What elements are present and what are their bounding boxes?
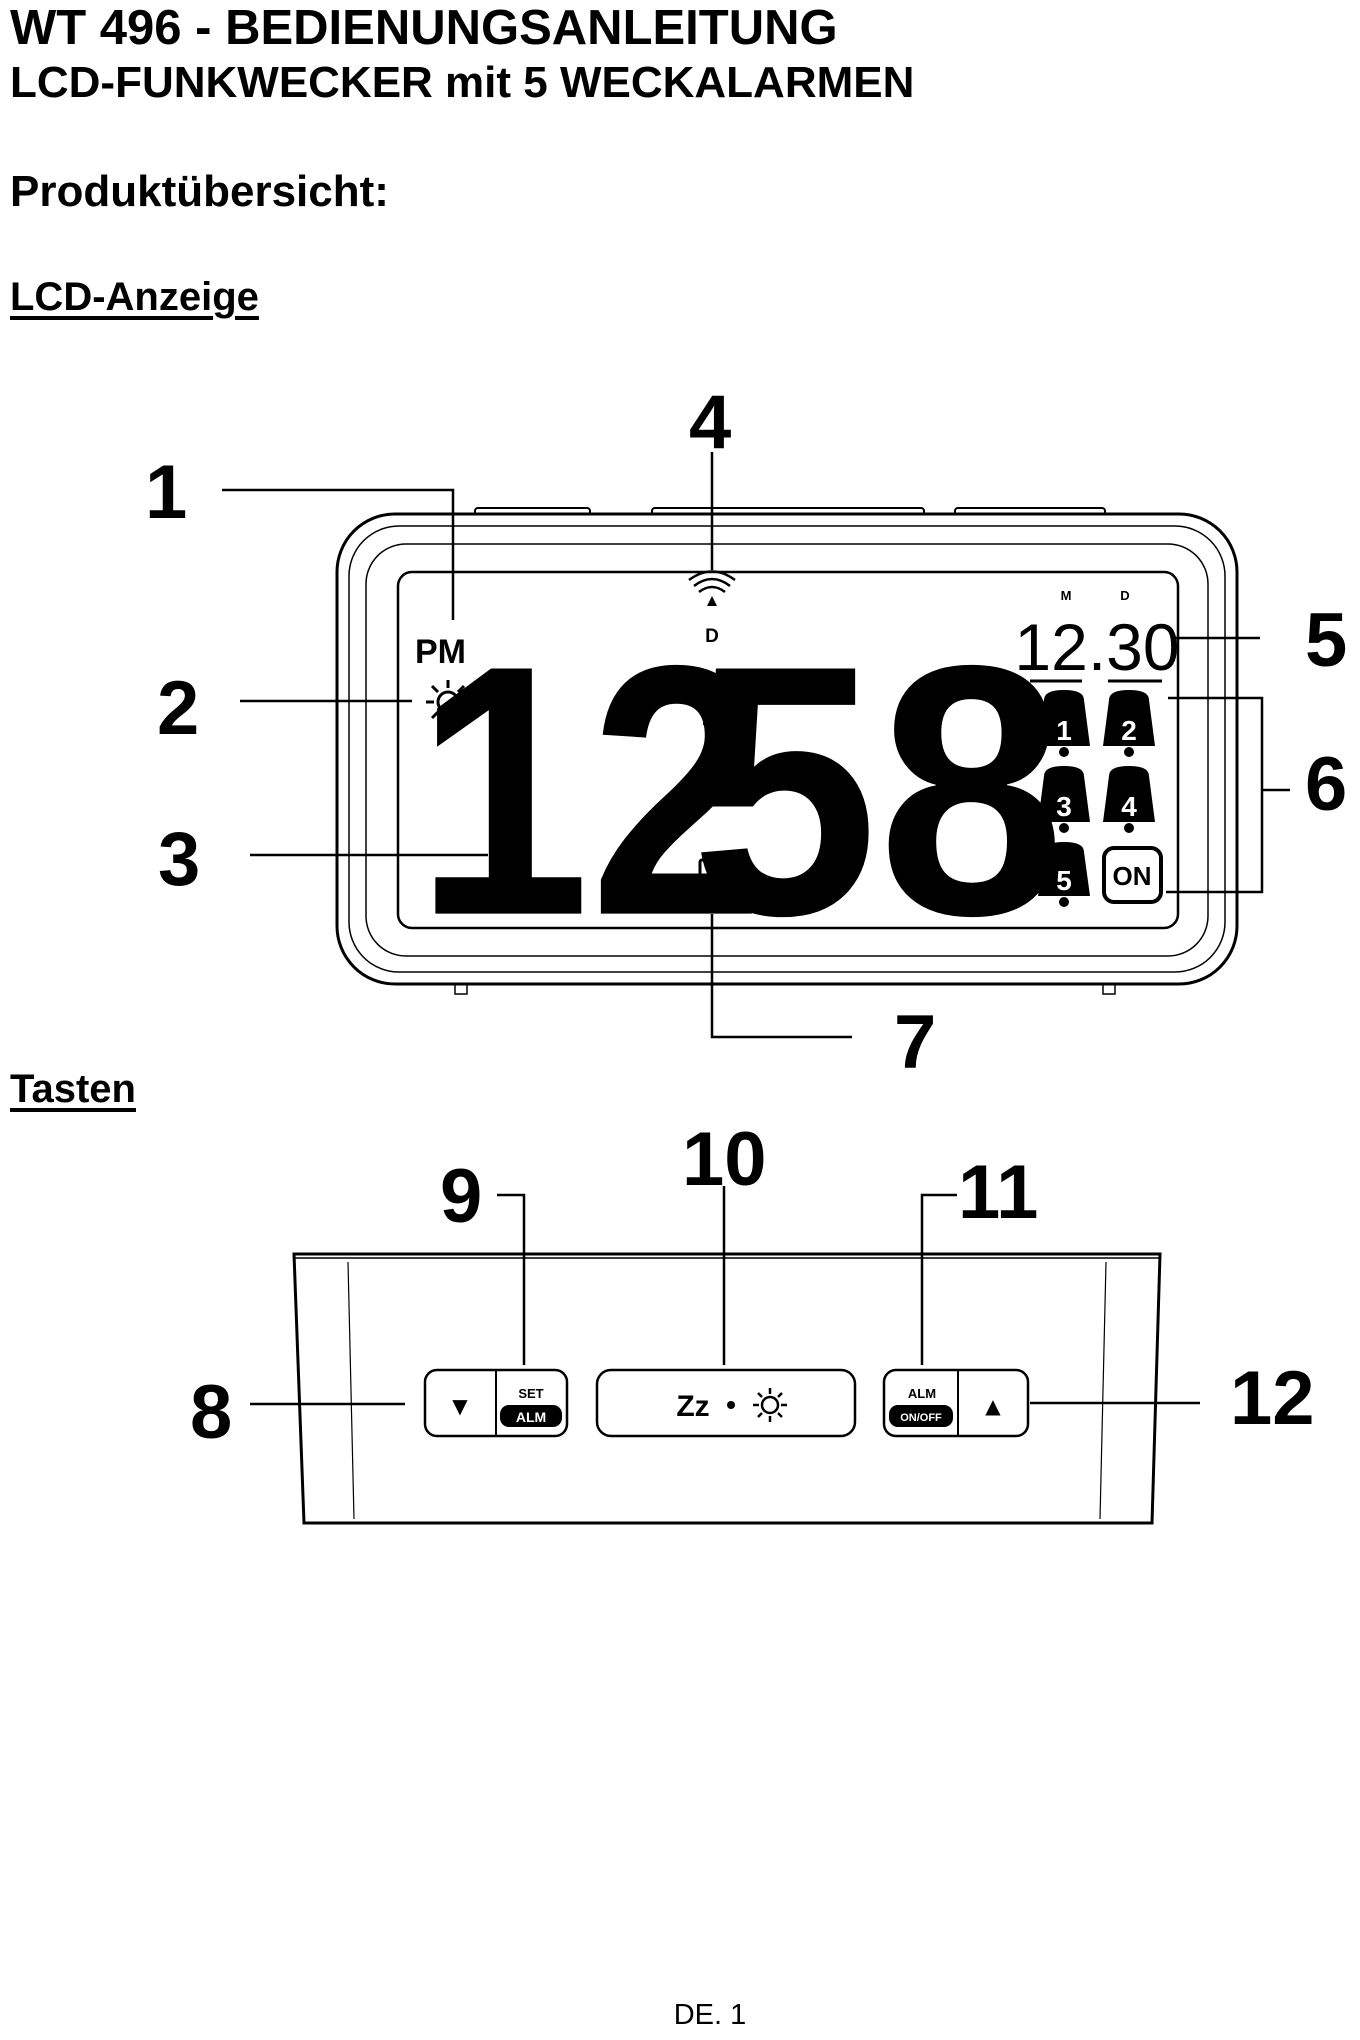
lcd-figure: PM 12 58 D M D 12.30 1 2 [145, 380, 1347, 1080]
colon-dot [703, 772, 720, 789]
lcd-screen [396, 570, 1180, 930]
svg-text:4: 4 [1121, 791, 1137, 822]
down-set-alm-button-group[interactable]: ▼ SET ALM [423, 1368, 569, 1438]
callout-11: 11 [958, 1150, 1038, 1235]
clock-bezel-inner [365, 543, 1209, 957]
callout-12: 12 [1230, 1356, 1315, 1441]
sun-icon [753, 1388, 787, 1422]
clock-bezel [348, 525, 1226, 973]
clock-foot [454, 983, 468, 995]
date-display: 12.30 [1014, 610, 1179, 684]
callout-7: 7 [894, 1000, 936, 1080]
clock-foot [1102, 983, 1116, 995]
snooze-light-button[interactable]: Zz [595, 1368, 857, 1438]
bell-icon: 3 [1038, 766, 1090, 833]
callout-2: 2 [157, 666, 199, 751]
svg-text:3: 3 [1056, 791, 1072, 822]
section-heading-keys: Tasten [10, 1067, 136, 1111]
document-title: WT 496 - BEDIENUNGSANLEITUNG [10, 1, 838, 55]
svg-text:1: 1 [1056, 715, 1072, 746]
alm-onoff-up-button-group[interactable]: ALM ON/OFF ▲ [882, 1368, 1030, 1438]
callout-6: 6 [1305, 742, 1347, 827]
svg-text:5: 5 [1056, 865, 1072, 896]
page-number: DE. 1 [673, 1999, 747, 2031]
bell-icon: 1 [1038, 690, 1090, 757]
callout-5: 5 [1305, 598, 1347, 683]
battery-icon [698, 852, 726, 910]
overview-heading: Produktübersicht: [10, 167, 389, 216]
alarm-on-label: ON [1113, 861, 1152, 891]
set-label: SET [518, 1386, 543, 1401]
sun-icon [426, 680, 470, 724]
bell-icon: 2 [1103, 690, 1155, 757]
callout-10: 10 [682, 1117, 767, 1202]
down-arrow-icon[interactable]: ▼ [452, 1394, 468, 1418]
alm-onoff-bottom-label: ON/OFF [900, 1412, 942, 1424]
document-subtitle: LCD-FUNKWECKER mit 5 WECKALARMEN [10, 58, 915, 107]
pm-indicator: PM [415, 633, 466, 671]
callout-9: 9 [440, 1154, 482, 1239]
colon-dot [703, 708, 720, 725]
date-month-label: M [1061, 588, 1072, 603]
radio-signal-icon [688, 570, 736, 606]
snooze-label: Zz [676, 1390, 709, 1423]
time-minutes: 58 [691, 592, 1065, 990]
key-callout-lines [250, 1186, 1200, 1406]
section-heading-lcd: LCD-Anzeige [10, 275, 259, 319]
dst-indicator: D [705, 626, 719, 647]
bell-icon: 5 [1038, 842, 1090, 907]
callout-3: 3 [158, 817, 200, 902]
date-day-label: D [1120, 588, 1129, 603]
bell-icon: 4 [1103, 766, 1155, 833]
svg-text:2: 2 [1121, 715, 1137, 746]
alarm-on-indicator [1102, 846, 1163, 904]
up-arrow-icon[interactable]: ▲ [985, 1394, 1001, 1418]
callout-lines [222, 452, 1290, 1039]
alm-onoff-top-label: ALM [908, 1386, 936, 1401]
callout-8: 8 [190, 1370, 232, 1455]
time-hours: 12 [416, 592, 765, 990]
callout-4: 4 [689, 380, 731, 465]
alm-label: ALM [516, 1409, 546, 1425]
callout-1: 1 [145, 450, 187, 535]
clock-rear-body [292, 1252, 1162, 1525]
